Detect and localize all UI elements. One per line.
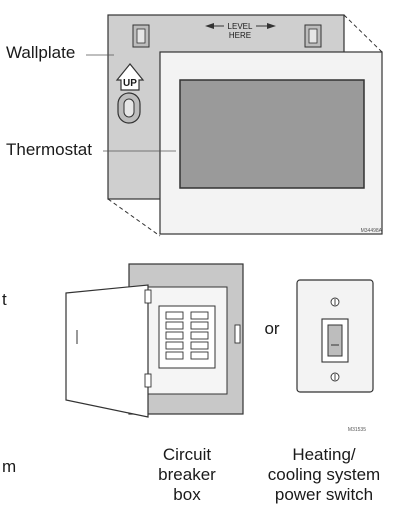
switch-caption-line-3: power switch bbox=[275, 485, 373, 504]
left-fragment-bottom: m bbox=[2, 457, 16, 476]
wire-opening bbox=[117, 92, 141, 124]
wallplate-label: Wallplate bbox=[6, 43, 75, 62]
switch-caption-line-2: cooling system bbox=[268, 465, 380, 484]
breaker-caption-line-1: Circuit bbox=[163, 445, 211, 464]
here-label: HERE bbox=[229, 31, 251, 40]
breaker-caption: Circuit breaker box bbox=[158, 445, 216, 504]
figure-code-top: M34498A bbox=[361, 228, 383, 234]
breaker-caption-line-2: breaker bbox=[158, 465, 216, 484]
hinge-bottom bbox=[144, 373, 152, 388]
up-arrow-icon: UP bbox=[115, 63, 145, 91]
screw-bottom-icon bbox=[330, 372, 340, 382]
level-label: LEVEL bbox=[228, 22, 253, 31]
up-label: UP bbox=[123, 78, 137, 89]
thermostat-figure: M34498A bbox=[159, 51, 383, 235]
box-latch bbox=[234, 324, 241, 344]
breaker-door bbox=[65, 284, 149, 418]
thermostat-label: Thermostat bbox=[6, 140, 92, 159]
power-switch bbox=[296, 279, 374, 393]
thermostat-callout: Thermostat bbox=[6, 140, 176, 159]
hinge-top bbox=[144, 289, 152, 304]
wallplate-callout: Wallplate bbox=[6, 43, 114, 62]
thermostat-screen bbox=[179, 79, 365, 189]
circuit-breaker-box bbox=[65, 263, 244, 418]
or-label: or bbox=[264, 319, 279, 338]
screw-top-icon bbox=[330, 297, 340, 307]
mount-bracket-left bbox=[132, 24, 150, 48]
mount-bracket-right bbox=[304, 24, 322, 48]
level-arrows-icon bbox=[205, 23, 276, 29]
figure-code-bottom: M31535 bbox=[348, 427, 366, 433]
breaker-switches bbox=[165, 311, 209, 360]
switch-caption-line-1: Heating/ bbox=[292, 445, 356, 464]
switch-toggle bbox=[327, 324, 343, 357]
left-fragment-top: t bbox=[2, 290, 7, 309]
breaker-caption-line-3: box bbox=[173, 485, 201, 504]
switch-caption: Heating/ cooling system power switch bbox=[268, 445, 380, 504]
